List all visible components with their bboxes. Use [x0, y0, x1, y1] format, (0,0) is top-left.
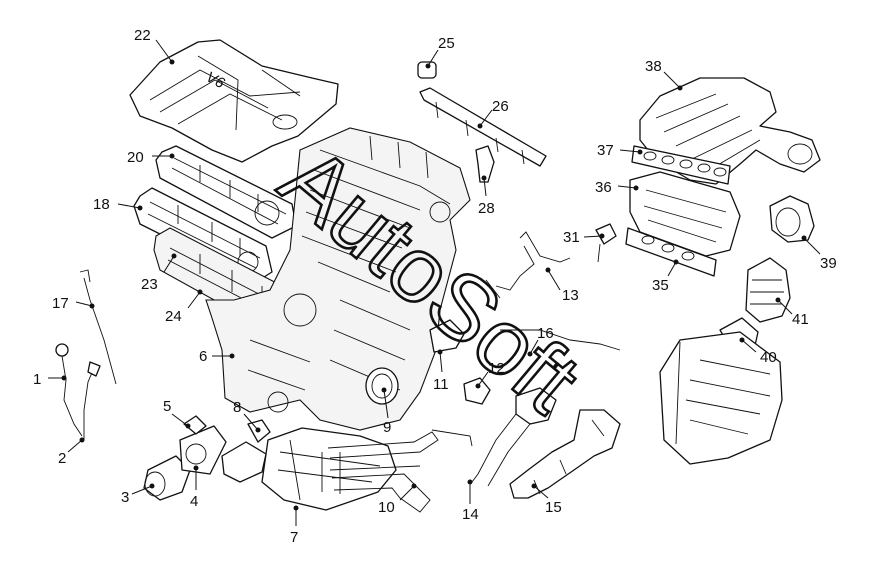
callout-6: 6	[199, 348, 235, 365]
callout-number: 6	[199, 348, 207, 365]
callout-12: 12	[475, 360, 505, 389]
callout-2: 2	[58, 437, 85, 467]
air-filter-box	[659, 331, 783, 465]
coolant-crossover	[509, 409, 621, 499]
valve-cover-upper	[155, 145, 297, 239]
callout-number: 15	[545, 499, 562, 516]
engine-block	[205, 127, 471, 431]
callout-number: 40	[760, 349, 777, 366]
callout-number: 5	[163, 398, 171, 415]
callout-35: 35	[652, 259, 679, 294]
throttle-elbow	[769, 195, 815, 243]
callout-5: 5	[163, 398, 191, 429]
callout-number: 36	[595, 179, 612, 196]
callout-25: 25	[425, 35, 455, 69]
callout-number: 13	[562, 287, 579, 304]
callout-number: 38	[645, 58, 662, 75]
callout-15: 15	[531, 483, 562, 516]
dipstick	[79, 269, 117, 385]
callout-23: 23	[141, 253, 177, 293]
callout-40: 40	[739, 337, 777, 366]
engine-cover: V6	[129, 39, 339, 163]
sensor-wires	[55, 343, 101, 440]
callout-17: 17	[52, 295, 95, 312]
callout-number: 41	[792, 311, 809, 328]
callout-4: 4	[190, 465, 199, 510]
callout-8: 8	[233, 399, 261, 433]
callout-13: 13	[545, 267, 579, 304]
callout-41: 41	[775, 297, 809, 328]
callout-number: 16	[537, 325, 554, 342]
callout-14: 14	[462, 479, 479, 523]
callout-number: 9	[383, 419, 391, 436]
callout-24: 24	[165, 289, 203, 325]
fuel-rail-group	[417, 61, 547, 183]
water-pump-group	[143, 415, 227, 501]
callout-20: 20	[127, 149, 175, 166]
callout-number: 22	[134, 27, 151, 44]
callout-10: 10	[378, 483, 417, 516]
callout-18: 18	[93, 196, 143, 213]
callout-1: 1	[33, 371, 67, 388]
coolant-outlet-tube	[471, 387, 557, 487]
callout-26: 26	[477, 98, 509, 129]
callout-22: 22	[134, 27, 175, 65]
coolant-pipe	[485, 231, 571, 299]
callout-number: 28	[478, 200, 495, 217]
callout-number: 11	[433, 376, 449, 393]
coolant-fittings	[429, 319, 621, 405]
callout-39: 39	[801, 235, 837, 272]
callout-number: 7	[290, 529, 298, 546]
callout-number: 14	[462, 506, 479, 523]
callout-number: 10	[378, 499, 395, 516]
callout-number: 37	[597, 142, 614, 159]
lower-intake-manifold	[629, 171, 741, 257]
callout-16: 16	[527, 325, 554, 357]
callout-36: 36	[595, 179, 639, 196]
callout-3: 3	[121, 483, 155, 506]
callout-number: 26	[492, 98, 509, 115]
callout-number: 24	[165, 308, 182, 325]
callout-number: 4	[190, 493, 198, 510]
callout-38: 38	[645, 58, 683, 91]
oil-seal	[365, 367, 399, 405]
manifold-sensor	[595, 223, 617, 263]
callout-number: 3	[121, 489, 129, 506]
callout-number: 31	[563, 229, 580, 246]
callout-11: 11	[433, 349, 449, 393]
callout-number: 8	[233, 399, 241, 416]
callout-number: 1	[33, 371, 41, 388]
callout-7: 7	[290, 505, 299, 546]
callout-number: 39	[820, 255, 837, 272]
callout-9: 9	[381, 387, 391, 436]
callout-31: 31	[563, 229, 605, 246]
callout-number: 25	[438, 35, 455, 52]
oil-pan	[261, 427, 397, 511]
oil-lines	[321, 429, 473, 513]
callout-37: 37	[597, 142, 643, 159]
cover-badge-text: V6	[203, 69, 228, 93]
callout-number: 12	[488, 360, 505, 377]
lower-gasket	[625, 227, 717, 277]
callout-number: 2	[58, 450, 66, 467]
manifold-gasket	[631, 145, 731, 185]
callout-number: 18	[93, 196, 110, 213]
callout-number: 17	[52, 295, 69, 312]
callout-number: 35	[652, 277, 669, 294]
callout-number: 23	[141, 276, 158, 293]
callout-number: 20	[127, 149, 144, 166]
callout-28: 28	[478, 175, 495, 217]
